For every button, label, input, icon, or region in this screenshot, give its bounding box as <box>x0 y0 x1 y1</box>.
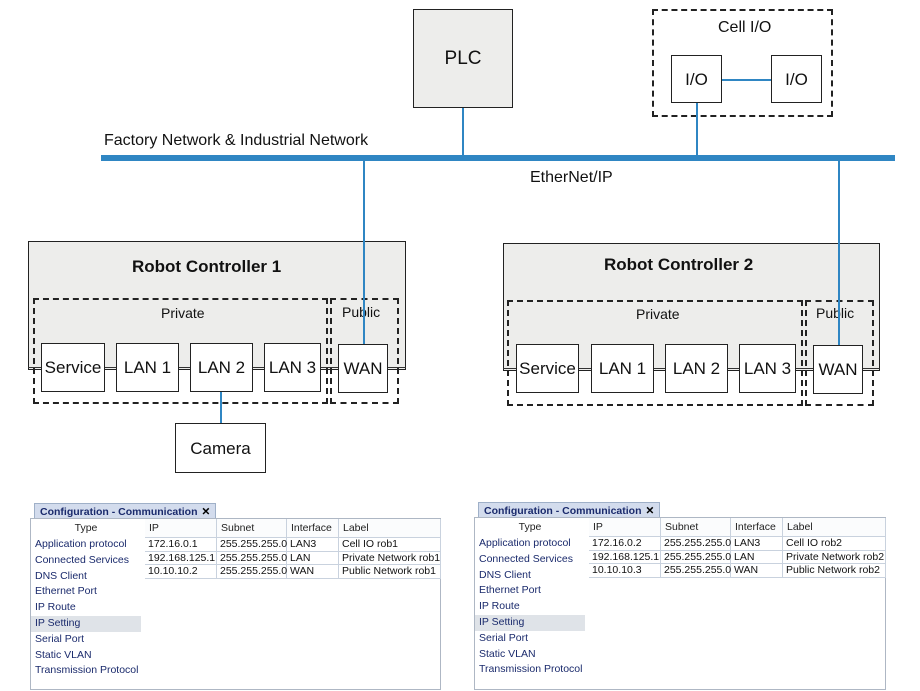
controller-2-port-service: Service <box>516 344 579 393</box>
table-header: IP Subnet Interface Label <box>589 518 886 537</box>
controller-2-wan-link <box>838 161 840 345</box>
controller-1-wan-link <box>363 161 365 344</box>
type-item[interactable]: Static VLAN <box>35 648 92 661</box>
network-bus <box>101 155 895 161</box>
type-list-2: Type Application protocol Connected Serv… <box>475 518 585 689</box>
type-item[interactable]: Transmission Protocol <box>35 664 139 677</box>
type-item-selected[interactable]: IP Setting <box>475 614 585 631</box>
type-header: Type <box>518 521 542 533</box>
type-item[interactable]: Ethernet Port <box>35 585 97 598</box>
type-item-selected[interactable]: IP Setting <box>31 615 141 632</box>
ethernet-label: EtherNet/IP <box>530 169 613 186</box>
camera-box: Camera <box>175 423 266 473</box>
camera-label: Camera <box>190 438 251 458</box>
column-header[interactable]: IP <box>145 519 217 537</box>
type-item[interactable]: Static VLAN <box>479 647 536 660</box>
type-item[interactable]: Serial Port <box>35 632 85 645</box>
column-header[interactable]: Subnet <box>217 519 287 537</box>
config-panel-1: Type Application protocol Connected Serv… <box>30 518 441 690</box>
controller-1-port-lan1: LAN 1 <box>116 343 179 392</box>
type-item[interactable]: Connected Services <box>479 552 573 565</box>
controller-2-port-wan: WAN <box>813 345 863 394</box>
ip-table-2: IP Subnet Interface Label 172.16.0.2 255… <box>589 518 886 578</box>
cell-io-group <box>652 9 833 117</box>
controller-1-port-service: Service <box>41 343 105 392</box>
ip-table-1: IP Subnet Interface Label 172.16.0.1 255… <box>145 519 441 579</box>
io-box-1: I/O <box>671 55 722 103</box>
io-label-1: I/O <box>685 69 708 89</box>
table-row[interactable]: 172.16.0.1 255.255.255.0 LAN3 Cell IO ro… <box>145 538 441 552</box>
column-header[interactable]: Subnet <box>661 518 731 536</box>
plc-box: PLC <box>413 9 513 108</box>
type-list-1: Type Application protocol Connected Serv… <box>31 519 141 689</box>
controller-2-port-lan1: LAN 1 <box>591 344 654 393</box>
type-item[interactable]: Application protocol <box>479 537 571 549</box>
controller-2-private-label: Private <box>636 306 680 322</box>
column-header[interactable]: Interface <box>731 518 783 536</box>
controller-2-public-label: Public <box>816 305 855 321</box>
type-item[interactable]: DNS Client <box>35 569 87 582</box>
config-tab-2[interactable]: Configuration - Communication✕ <box>478 502 661 519</box>
table-row[interactable]: 10.10.10.3 255.255.255.0 WAN Public Netw… <box>589 564 886 578</box>
close-icon[interactable]: ✕ <box>645 505 655 517</box>
type-item[interactable]: IP Route <box>35 601 76 614</box>
controller-2-title: Robot Controller 2 <box>604 255 754 274</box>
table-row[interactable]: 10.10.10.2 255.255.255.0 WAN Public Netw… <box>145 565 441 579</box>
column-header[interactable]: Interface <box>287 519 339 537</box>
column-header[interactable]: IP <box>589 518 661 536</box>
column-header[interactable]: Label <box>783 518 886 536</box>
config-tab-1[interactable]: Configuration - Communication✕ <box>34 503 217 520</box>
close-icon[interactable]: ✕ <box>201 506 211 518</box>
controller-1-title: Robot Controller 1 <box>132 257 282 276</box>
camera-link <box>220 392 222 423</box>
controller-1-port-wan: WAN <box>338 344 388 393</box>
table-row[interactable]: 192.168.125.1 255.255.255.0 LAN Private … <box>145 551 441 565</box>
controller-1-private-zone <box>33 298 328 404</box>
type-item[interactable]: IP Route <box>479 600 520 613</box>
type-item[interactable]: Connected Services <box>35 553 129 566</box>
column-header[interactable]: Label <box>339 519 441 537</box>
type-header: Type <box>74 522 98 534</box>
controller-1-port-lan2: LAN 2 <box>190 343 253 392</box>
cell-io-link <box>696 103 698 156</box>
plc-link <box>462 108 464 156</box>
type-item[interactable]: Transmission Protocol <box>479 663 583 676</box>
cell-io-title: Cell I/O <box>718 19 772 36</box>
table-row[interactable]: 192.168.125.1 255.255.255.0 LAN Private … <box>589 550 886 564</box>
controller-2-private-zone <box>507 300 803 406</box>
controller-1-public-label: Public <box>342 304 381 320</box>
controller-1-port-lan3: LAN 3 <box>264 343 321 392</box>
network-label: Factory Network & Industrial Network <box>104 132 369 149</box>
io-connector <box>722 79 771 81</box>
type-item[interactable]: Ethernet Port <box>479 584 541 597</box>
type-item[interactable]: Application protocol <box>35 538 127 550</box>
controller-2-port-lan3: LAN 3 <box>739 344 796 393</box>
config-panel-2: Type Application protocol Connected Serv… <box>474 517 886 690</box>
io-label-2: I/O <box>785 69 808 89</box>
controller-1-private-label: Private <box>161 305 205 321</box>
plc-label: PLC <box>444 48 482 69</box>
controller-2-port-lan2: LAN 2 <box>665 344 728 393</box>
table-header: IP Subnet Interface Label <box>145 519 441 538</box>
type-item[interactable]: Serial Port <box>479 631 529 644</box>
type-item[interactable]: DNS Client <box>479 568 531 581</box>
io-box-2: I/O <box>771 55 822 103</box>
table-row[interactable]: 172.16.0.2 255.255.255.0 LAN3 Cell IO ro… <box>589 537 886 551</box>
